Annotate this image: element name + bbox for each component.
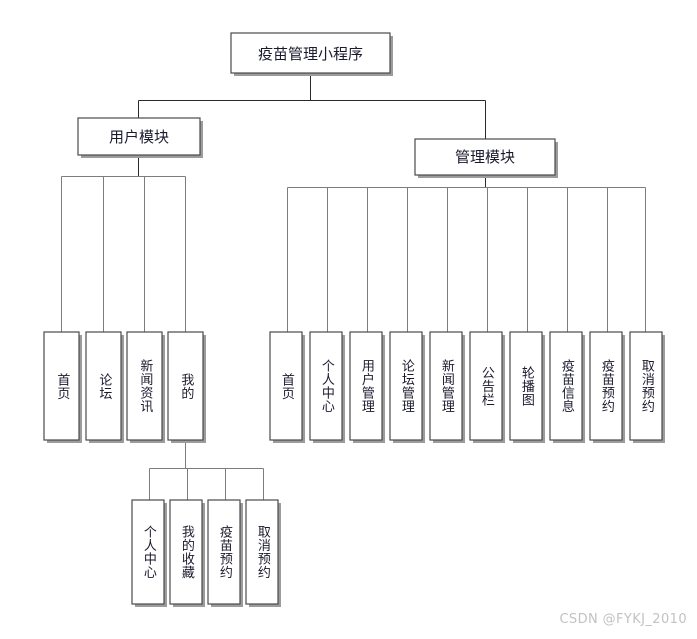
node-user-leaf-4[interactable]: [167, 331, 206, 443]
node-user-module-label: 用户模块: [109, 128, 169, 146]
connector-group-mine: [148, 443, 265, 500]
node-mine-leaf-4[interactable]: [245, 499, 281, 607]
node-user-leaf-3[interactable]: [126, 331, 165, 443]
connector-group-admin: [286, 174, 647, 332]
node-admin-leaf-4[interactable]: [389, 331, 425, 443]
node-admin-leaf-9[interactable]: [589, 331, 625, 443]
node-root-label: 疫苗管理小程序: [258, 45, 363, 63]
node-user-module[interactable]: 用户模块: [77, 117, 203, 158]
node-admin-leaf-6[interactable]: [469, 331, 505, 443]
node-user-leaf-2[interactable]: [85, 331, 124, 443]
connector-group-user: [60, 155, 187, 332]
node-admin-leaf-1[interactable]: [269, 331, 305, 443]
node-mine-leaf-3[interactable]: [207, 499, 243, 607]
connector-group-root: [137, 73, 487, 139]
node-admin-leaf-7[interactable]: [509, 331, 545, 443]
node-root[interactable]: 疫苗管理小程序: [230, 32, 393, 76]
node-admin-leaf-10[interactable]: [629, 331, 665, 443]
csdn-watermark: CSDN @FYKJ_2010: [559, 612, 687, 627]
node-admin-leaf-3[interactable]: [349, 331, 385, 443]
node-user-leaf-1[interactable]: [43, 331, 82, 443]
node-mine-leaf-1[interactable]: [131, 499, 167, 607]
node-admin-leaf-5[interactable]: [429, 331, 465, 443]
node-admin-leaf-2[interactable]: [309, 331, 345, 443]
node-admin-module[interactable]: 管理模块: [414, 138, 558, 178]
node-admin-leaf-8[interactable]: [549, 331, 585, 443]
node-mine-leaf-2[interactable]: [169, 499, 205, 607]
node-admin-module-label: 管理模块: [455, 148, 515, 166]
